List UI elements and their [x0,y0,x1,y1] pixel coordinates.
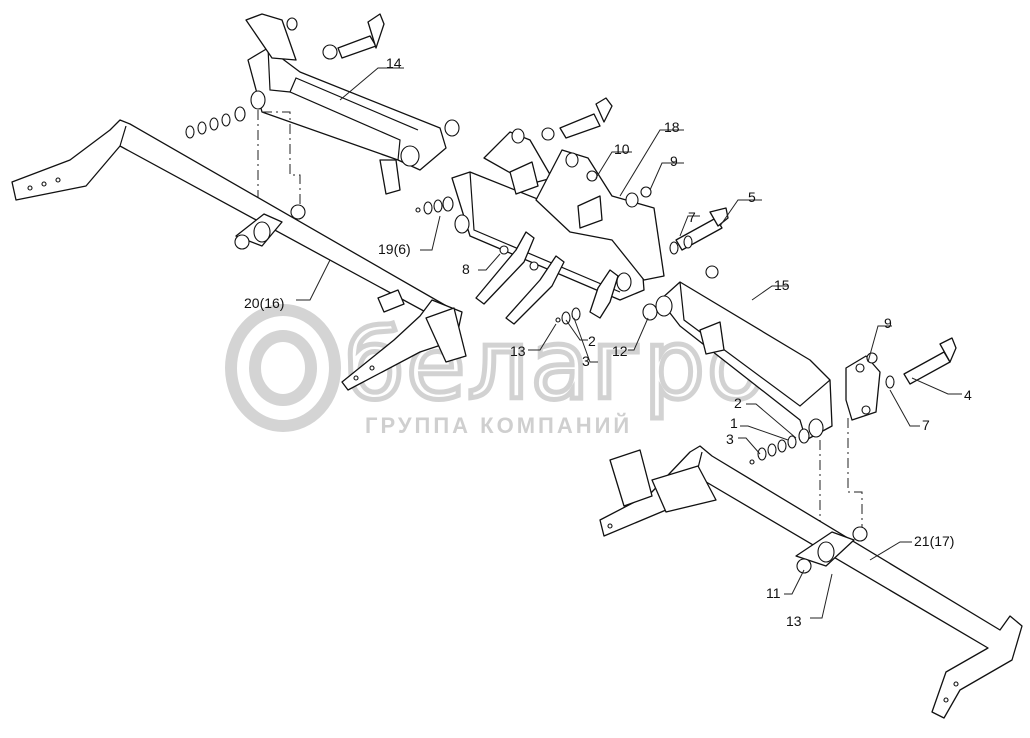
callout-11: 11 [766,585,781,601]
callout-14: 14 [386,55,402,71]
leader-lines [296,67,962,619]
callouts: 14 18 10 9 5 7 19(6) 8 20(16) 15 9 2 13 … [244,55,972,629]
callout-18: 18 [664,119,680,135]
upper-left-arm [185,13,460,205]
callout-3-right: 3 [726,431,734,447]
callout-12: 12 [612,343,628,359]
callout-10: 10 [614,141,630,157]
callout-13-lower: 13 [786,613,802,629]
callout-9-lower: 9 [884,315,892,331]
callout-1: 1 [730,415,738,431]
callout-19-6: 19(6) [378,241,411,257]
callout-7-upper: 7 [688,209,696,225]
callout-2-center: 2 [588,333,596,349]
callout-2-right: 2 [734,395,742,411]
callout-21-17: 21(17) [914,533,954,549]
callout-3-center: 3 [582,353,590,369]
callout-13-center: 13 [510,343,526,359]
lower-right-arm [655,265,957,540]
callout-5: 5 [748,189,756,205]
right-crossbeam [599,445,1023,719]
lower-right-rings [749,428,810,465]
callout-8: 8 [462,261,470,277]
watermark-logo-inner [249,330,317,406]
upper-left-rings [185,106,246,139]
callout-7-lower: 7 [922,417,930,433]
callout-4: 4 [964,387,972,403]
left-crossbeam [11,119,467,391]
watermark-logo-ring [225,304,341,432]
callout-20-16: 20(16) [244,295,284,311]
watermark-tagline: ГРУППА КОМПАНИЙ [365,413,632,438]
callout-9-upper: 9 [670,153,678,169]
center-links [475,231,619,325]
callout-15: 15 [774,277,790,293]
